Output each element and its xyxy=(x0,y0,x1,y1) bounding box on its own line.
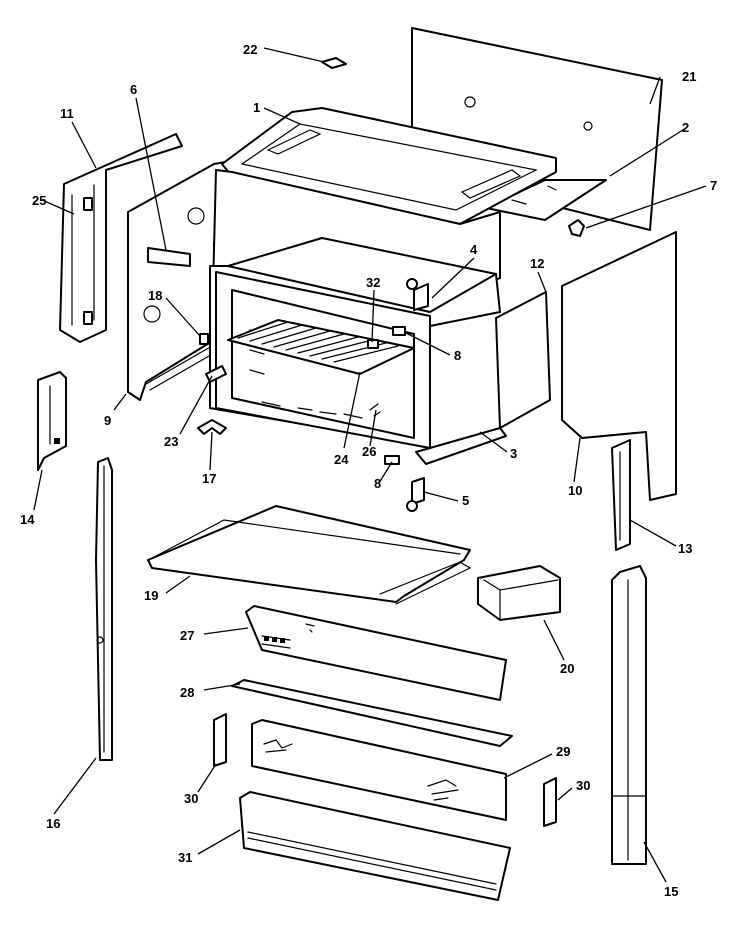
callout-11: 11 xyxy=(60,106,74,121)
part-bracket-20 xyxy=(477,565,561,621)
part-hinge-5 xyxy=(406,477,425,512)
callout-20: 20 xyxy=(560,661,574,676)
callout-25: 25 xyxy=(32,193,46,208)
callout-28: 28 xyxy=(180,685,194,700)
callout-29: 29 xyxy=(556,744,570,759)
callout-18: 18 xyxy=(148,288,162,303)
part-bracket-30b xyxy=(543,777,557,827)
part-drawer-front-29 xyxy=(251,719,507,821)
callout-24: 24 xyxy=(334,452,349,467)
callout-3: 3 xyxy=(510,446,517,461)
callout-31: 31 xyxy=(178,850,192,865)
part-right-side-panel xyxy=(561,231,677,501)
part-left-rail-16 xyxy=(95,457,113,761)
part-clip xyxy=(321,57,347,69)
part-trim-strip-28 xyxy=(231,679,513,747)
callout-30-left: 30 xyxy=(184,791,198,806)
callout-26: 26 xyxy=(362,444,376,459)
callout-23: 23 xyxy=(164,434,178,449)
callout-14: 14 xyxy=(20,512,35,527)
callout-1: 1 xyxy=(253,100,260,115)
callout-30-right: 30 xyxy=(576,778,590,793)
part-control-panel-27 xyxy=(245,605,507,701)
part-bottom-panel xyxy=(147,505,472,605)
callout-21: 21 xyxy=(682,69,696,84)
callout-12: 12 xyxy=(530,256,544,271)
part-drawer-bottom-31 xyxy=(239,791,511,901)
callout-9: 9 xyxy=(104,413,111,428)
part-small-clip-7 xyxy=(568,219,585,237)
callout-22: 22 xyxy=(243,42,257,57)
part-lower-panel-3 xyxy=(415,427,507,465)
callout-10: 10 xyxy=(568,483,582,498)
callout-2: 2 xyxy=(682,120,689,135)
callout-4: 4 xyxy=(470,242,478,257)
callout-5: 5 xyxy=(462,493,469,508)
part-left-bracket-14 xyxy=(37,371,67,471)
part-bracket-6 xyxy=(147,247,191,267)
callout-8-lower: 8 xyxy=(374,476,381,491)
callout-8-upper: 8 xyxy=(454,348,461,363)
part-clip-18 xyxy=(199,333,209,345)
part-insulation-12 xyxy=(495,291,551,429)
callout-13: 13 xyxy=(678,541,692,556)
part-right-rail-15 xyxy=(611,565,647,865)
part-hinge-4 xyxy=(406,278,429,311)
part-fastener-8a xyxy=(392,326,406,336)
callout-7: 7 xyxy=(710,178,717,193)
leader-lines xyxy=(33,47,707,883)
part-right-trim-13 xyxy=(611,439,631,551)
part-bracket-17 xyxy=(197,419,227,435)
callout-17: 17 xyxy=(202,471,216,486)
callout-32: 32 xyxy=(366,275,380,290)
part-fastener-8b xyxy=(384,455,400,465)
part-small-32 xyxy=(367,339,379,349)
callout-6: 6 xyxy=(130,82,137,97)
callout-15: 15 xyxy=(664,884,678,899)
part-bracket-30a xyxy=(213,713,227,767)
callout-16: 16 xyxy=(46,816,60,831)
callout-labels: 1 2 3 4 5 6 7 8 8 9 10 11 12 13 14 15 16… xyxy=(20,42,717,899)
callout-19: 19 xyxy=(144,588,158,603)
callout-27: 27 xyxy=(180,628,194,643)
part-oven-rack xyxy=(227,319,415,375)
part-left-side-trim xyxy=(59,133,183,343)
